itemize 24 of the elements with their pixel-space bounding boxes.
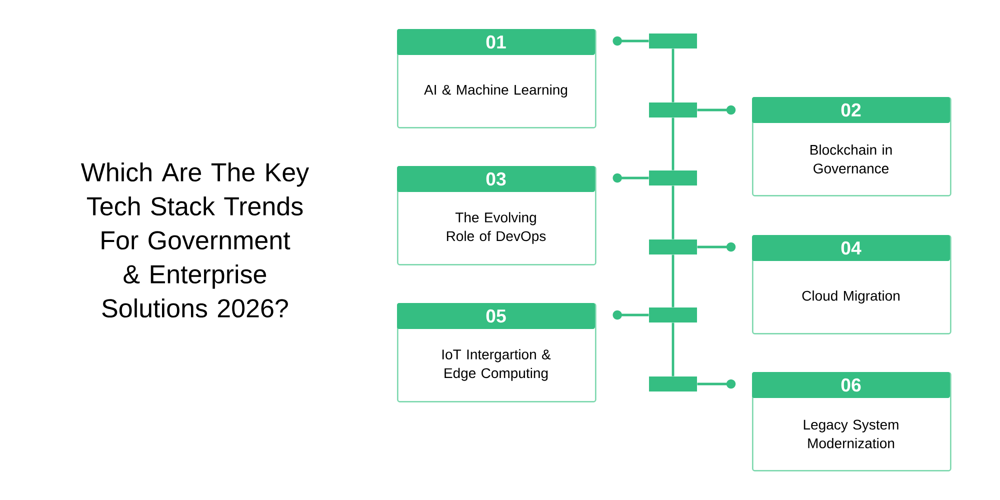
connector [697,105,736,115]
connector [672,118,674,170]
connector [612,310,649,320]
card: 01 AI & Machine Learning [397,29,596,128]
timeline-bar [649,240,697,254]
card: 04 Cloud Migration [752,235,952,334]
timeline-bar [649,34,697,48]
timeline-bar [649,170,697,186]
connector [612,36,649,46]
card: 05 IoT Intergartion & Edge Computing [397,303,596,402]
card: 03 The Evolving Role of DevOps [397,166,596,266]
timeline-bar [649,102,697,118]
connector [672,254,674,308]
connector [672,322,674,376]
connector [697,379,736,389]
title: Which Are The Key Tech Stack Trends For Government & Enterprise Solutions 2026? [80,162,310,318]
timeline-bar [649,308,697,322]
connector [672,48,674,102]
connector [612,173,649,183]
connector [697,242,736,252]
timeline-bar [649,376,697,392]
card: 06 Legacy System Modernization [752,372,952,472]
card: 02 Blockchain in Governance [752,97,952,196]
connector [672,186,674,240]
